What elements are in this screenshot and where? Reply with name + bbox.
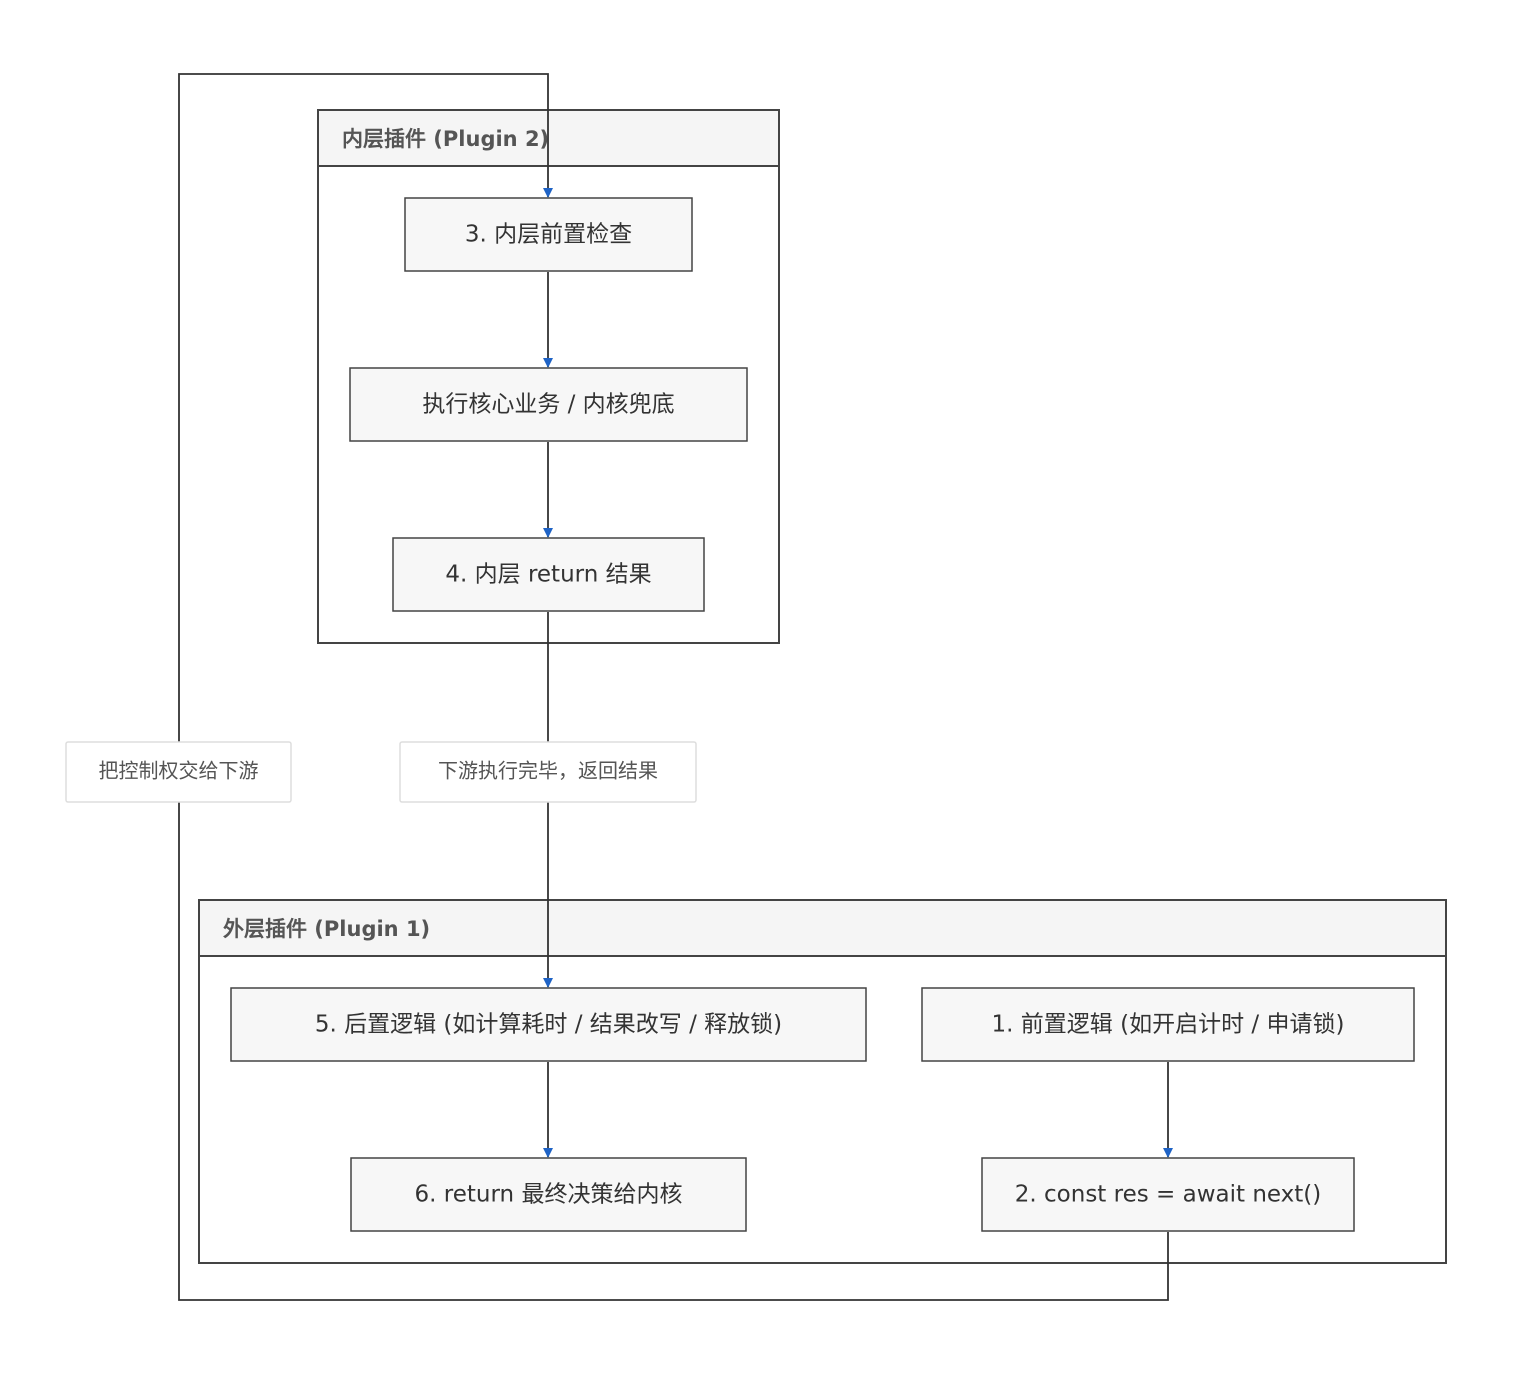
- node-step-3-label: 3. 内层前置检查: [465, 222, 632, 248]
- edge-label-returned: 下游执行完毕，返回结果: [399, 741, 697, 803]
- node-step-2: 2. const res = await next(): [981, 1157, 1355, 1232]
- node-step-1: 1. 前置逻辑 (如开启计时 / 申请锁): [921, 987, 1415, 1062]
- edge-2-to-3: [178, 73, 1169, 1301]
- node-step-6: 6. return 最终决策给内核: [350, 1157, 747, 1232]
- node-step-1-label: 1. 前置逻辑 (如开启计时 / 申请锁): [992, 1012, 1345, 1038]
- node-step-4-label: 4. 内层 return 结果: [445, 562, 651, 588]
- edge-label-handoff-text: 把控制权交给下游: [99, 759, 259, 783]
- outer-plugin-title: 外层插件 (Plugin 1): [223, 917, 430, 941]
- node-core-business-label: 执行核心业务 / 内核兜底: [422, 392, 674, 418]
- node-core-business: 执行核心业务 / 内核兜底: [349, 367, 748, 442]
- edge-label-handoff: 把控制权交给下游: [65, 741, 292, 803]
- node-step-3: 3. 内层前置检查: [404, 197, 693, 272]
- node-step-5: 5. 后置逻辑 (如计算耗时 / 结果改写 / 释放锁): [230, 987, 867, 1062]
- edge-label-returned-text: 下游执行完毕，返回结果: [438, 759, 658, 783]
- node-step-5-label: 5. 后置逻辑 (如计算耗时 / 结果改写 / 释放锁): [315, 1012, 782, 1038]
- node-step-4: 4. 内层 return 结果: [392, 537, 705, 612]
- outer-plugin-header: [198, 899, 1447, 957]
- node-step-6-label: 6. return 最终决策给内核: [415, 1182, 683, 1208]
- node-step-2-label: 2. const res = await next(): [1015, 1182, 1321, 1208]
- inner-plugin-title: 内层插件 (Plugin 2): [342, 127, 549, 151]
